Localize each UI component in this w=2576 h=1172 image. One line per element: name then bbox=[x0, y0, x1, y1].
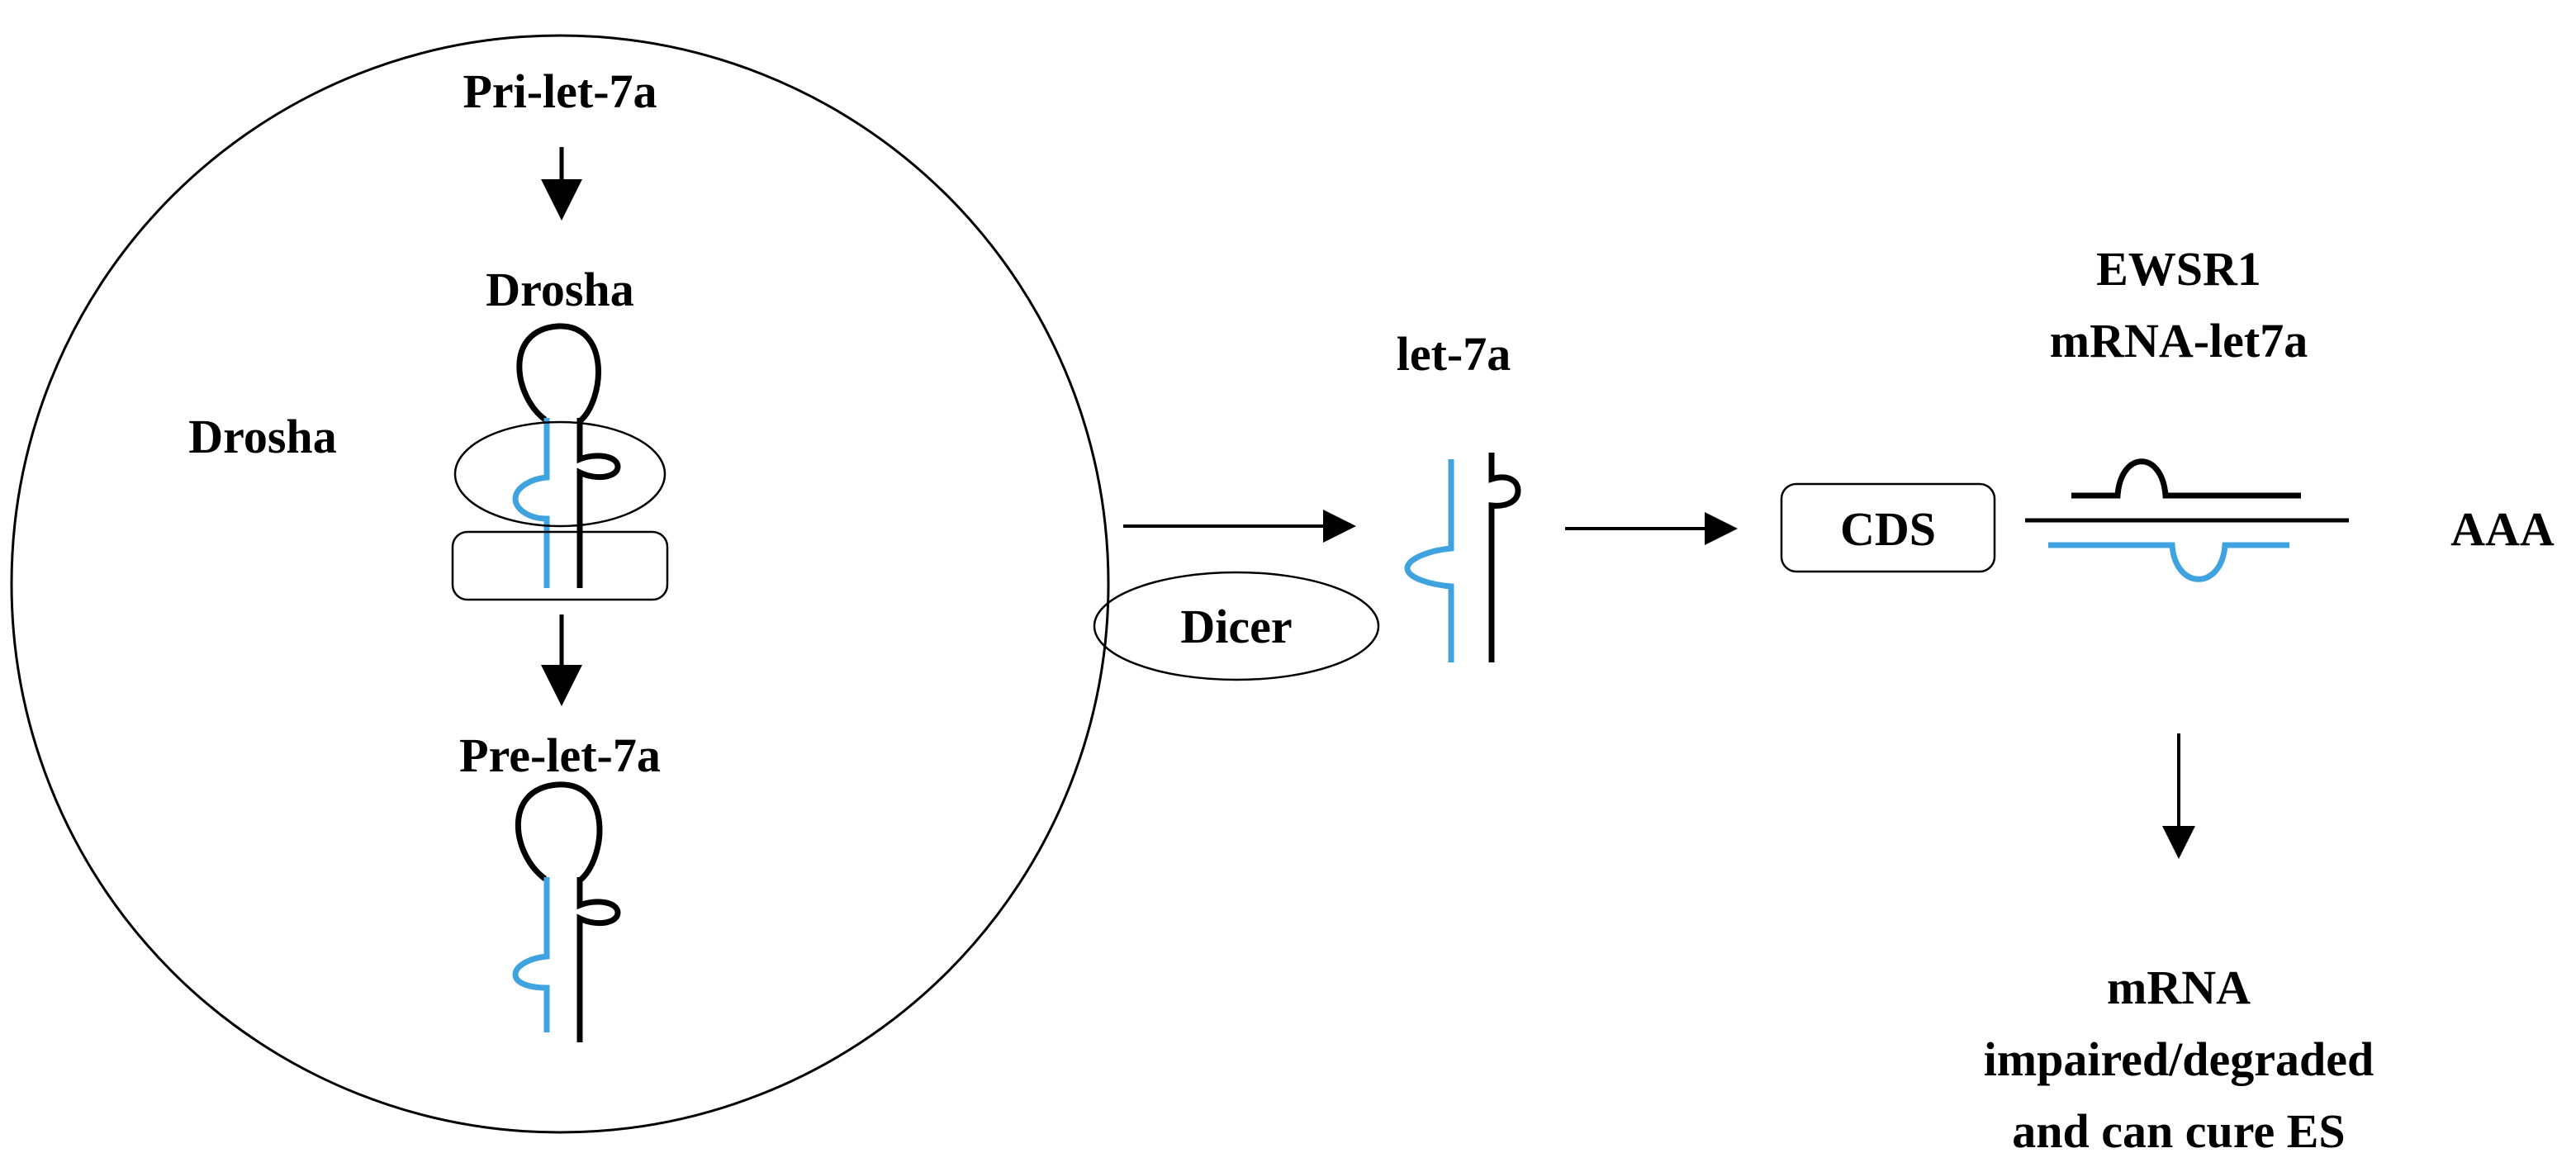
outcome-line3: and can cure ES bbox=[2012, 1104, 2345, 1158]
pri-let7a-label: Pri-let-7a bbox=[463, 64, 657, 118]
dicer-ellipse bbox=[1093, 571, 1380, 681]
nucleus-circle bbox=[10, 34, 1110, 1134]
outcome-line1: mRNA bbox=[2107, 961, 2251, 1014]
outcome-line2: impaired/degraded bbox=[1984, 1032, 2374, 1086]
pre-let7a-label: Pre-let-7a bbox=[459, 728, 661, 782]
target-title-line2: mRNA-let7a bbox=[2050, 314, 2308, 368]
pri-guide-strand bbox=[512, 418, 550, 588]
pri-hairpin bbox=[512, 323, 621, 588]
drosha-side-label: Drosha bbox=[188, 410, 336, 463]
cds-box bbox=[1780, 482, 1996, 573]
drosha-top-label: Drosha bbox=[486, 263, 633, 316]
drosha-rect bbox=[451, 530, 669, 601]
let7a-label: let-7a bbox=[1397, 327, 1511, 381]
cds-label: CDS bbox=[1840, 502, 1936, 556]
dicer-label: Dicer bbox=[1180, 600, 1292, 653]
target-title-line1: EWSR1 bbox=[2096, 242, 2261, 296]
mrna-bound-guide-strand bbox=[2048, 542, 2289, 582]
pre-hairpin bbox=[512, 781, 621, 1042]
polya-label: AAA bbox=[2450, 502, 2555, 556]
mrna-let7a-complex bbox=[2025, 458, 2349, 582]
drosha-ellipse bbox=[453, 420, 667, 528]
pre-guide-strand bbox=[512, 877, 550, 1032]
let7a-guide-strand bbox=[1404, 459, 1454, 662]
let7a-duplex bbox=[1404, 453, 1521, 662]
